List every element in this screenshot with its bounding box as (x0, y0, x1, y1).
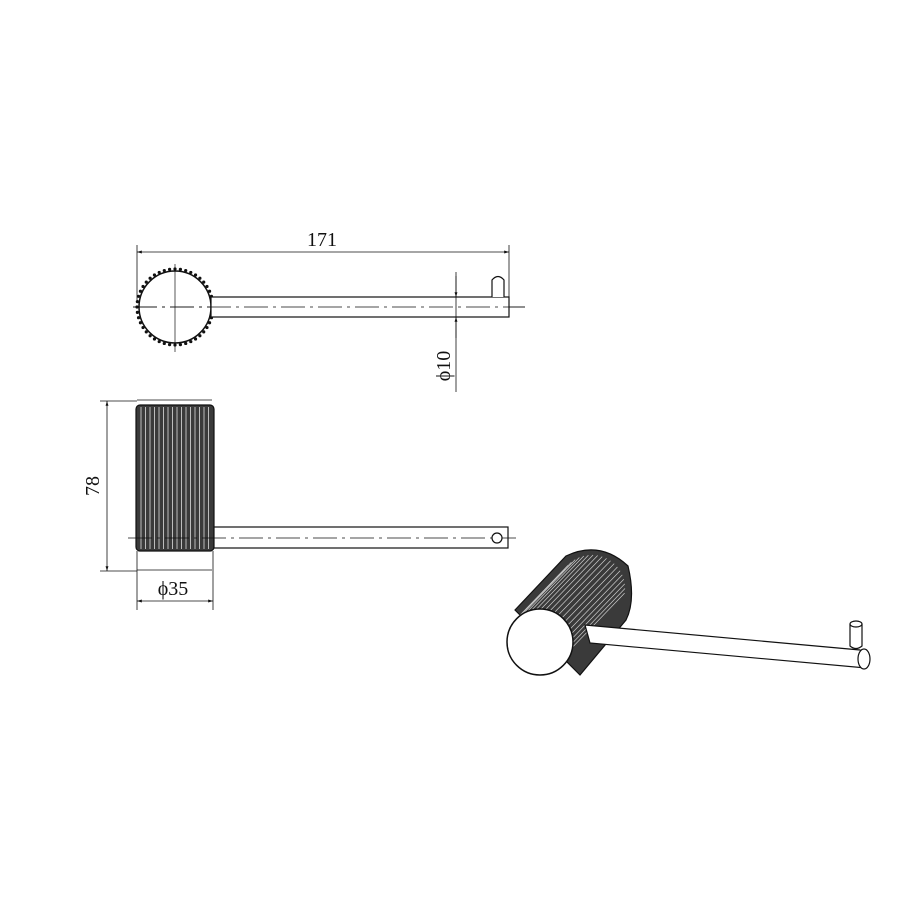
knurled-body (135, 404, 215, 552)
knurl-tooth (157, 339, 161, 344)
dimension-78-label: 78 (82, 476, 104, 496)
knurl-tooth (162, 341, 166, 346)
iso-knurl-rib (522, 559, 576, 614)
knurl-tooth (135, 299, 139, 304)
knurl-tooth (148, 276, 152, 280)
iso-knurl-rib (549, 556, 603, 611)
knurl-tooth (198, 334, 202, 338)
knurl-tooth (193, 337, 198, 341)
top-view (133, 245, 525, 392)
knurl-tooth (205, 284, 209, 289)
knurl-tooth (184, 268, 188, 273)
iso-knurl-rib (567, 570, 621, 626)
iso-knurl-rib (554, 558, 607, 613)
knurl-tooth (193, 273, 198, 277)
front-view (100, 399, 516, 610)
knurl-tooth (157, 270, 161, 275)
iso-knurl-rib (571, 579, 625, 634)
knurl-tooth (138, 289, 143, 293)
dimension-body-diameter-label: ϕ35 (158, 578, 189, 600)
isometric-view (506, 549, 871, 676)
knurl-tooth (202, 330, 206, 334)
iso-knurl-rib (572, 588, 626, 643)
iso-knurl-rib (558, 560, 611, 615)
knurl-tooth (138, 321, 143, 325)
rod-side (213, 526, 509, 549)
iso-knurl-rib (531, 555, 585, 611)
knurl-tooth (167, 267, 172, 271)
knurl-tooth (135, 310, 139, 315)
knurl-tooth (167, 343, 172, 347)
knurl-tooth (184, 341, 188, 346)
knurl-tooth (189, 270, 193, 275)
knurl-tooth (198, 276, 202, 280)
pin-hole (491, 532, 503, 544)
knurl-tooth (144, 330, 148, 334)
knurl-tooth (205, 325, 209, 330)
knurl-tooth (148, 334, 152, 338)
knurl-tooth (207, 289, 212, 293)
dimension-rod-diameter-label: ϕ10 (433, 351, 455, 382)
iso-pin (849, 624, 863, 650)
iso-knurl-rib (572, 583, 625, 639)
iso-knurl-rib (536, 554, 589, 610)
iso-knurl-rib (540, 554, 594, 610)
iso-knurl-rib (527, 557, 580, 612)
knurl-tooth (152, 273, 157, 277)
iso-knurl-rib (572, 592, 625, 648)
iso-knurl-rib (545, 555, 598, 610)
pin (491, 275, 505, 297)
knurl-ribs (140, 407, 209, 549)
knurl-tooth (136, 294, 141, 298)
knurl-tooth (136, 316, 141, 320)
knurl-tooth (189, 339, 193, 344)
knurl-tooth (207, 321, 212, 325)
knurl-tooth (152, 337, 157, 341)
iso-knurl-rib (561, 563, 615, 618)
knurl-tooth (162, 268, 166, 273)
dimension-171-label: 171 (307, 229, 337, 251)
knurl-tooth (141, 284, 145, 289)
knurl-tooth (141, 325, 145, 330)
iso-knurl-rib (565, 566, 618, 622)
iso-knurl-rib (570, 574, 623, 630)
knurl-tooth (178, 343, 183, 347)
knurl-tooth (144, 280, 148, 284)
iso-rod (584, 624, 869, 669)
knurl-tooth (178, 267, 183, 271)
knurl-tooth (202, 280, 206, 284)
iso-knurl-rib (515, 565, 569, 620)
iso-end-face (506, 608, 574, 676)
